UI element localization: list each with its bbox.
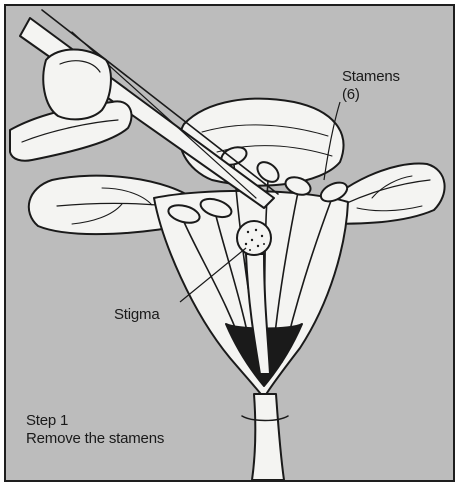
thumb: [43, 50, 111, 120]
stamens-count-label: (6): [342, 86, 360, 104]
stigma-label: Stigma: [114, 306, 160, 324]
illustration-frame: Stamens (6) Stigma Step 1 Remove the sta…: [4, 4, 455, 482]
step-instruction: Remove the stamens: [26, 430, 164, 448]
stigma: [237, 221, 271, 255]
step-number: Step 1: [26, 412, 68, 430]
stem: [252, 394, 284, 480]
stamens-label: Stamens: [342, 68, 400, 86]
